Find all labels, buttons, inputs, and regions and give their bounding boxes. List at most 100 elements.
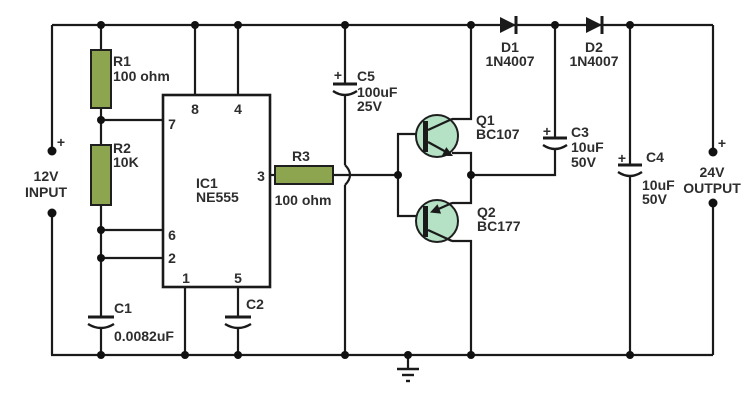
capacitor-c5-symbol (332, 82, 358, 97)
q2-base-bar (423, 206, 428, 237)
junction-dot (404, 351, 412, 359)
resistor-r1-body (90, 49, 112, 109)
d1-ref-label: D1 (501, 39, 519, 55)
c1-value-label: 0.0082uF (114, 328, 174, 344)
d2-part-label: 1N4007 (569, 53, 618, 69)
junction-dot (97, 21, 105, 29)
q2-part-label: BC177 (477, 218, 521, 234)
c3-polarity-label: + (543, 123, 551, 139)
junction-dot (394, 171, 402, 179)
r1-ref-label: R1 (113, 53, 131, 69)
junction-dot (97, 226, 105, 234)
labels: R1 100 ohm R2 10K R3 100 ohm C1 0.0082uF… (25, 39, 741, 344)
input-polarity-label: + (57, 134, 65, 150)
junction-dot (97, 116, 105, 124)
input-terminal-label: INPUT (25, 184, 67, 200)
c1-ref-label: C1 (114, 300, 132, 316)
ic1-pin5-label: 5 (234, 270, 242, 286)
capacitor-c1-symbol (87, 315, 115, 330)
q1-collector-diag-over (427, 118, 453, 131)
junction-dots (47, 21, 718, 359)
c5-polarity-label: + (334, 67, 342, 83)
junction-dot (551, 21, 559, 29)
q1-base-bar (423, 121, 428, 152)
d1-anode-triangle (500, 17, 516, 33)
junction-dot (626, 21, 634, 29)
q1-part-label: BC107 (476, 126, 520, 142)
c5-value-label: 100uF (357, 84, 398, 100)
d1-part-label: 1N4007 (485, 53, 534, 69)
wire-q2-emitter-lead (452, 175, 473, 205)
resistor-r3-body (274, 165, 334, 185)
c3-voltage-label: 50V (571, 154, 597, 170)
wire-q1-collector-lead (452, 25, 473, 121)
capacitor-c2-symbol (224, 315, 252, 330)
junction-dot (341, 21, 349, 29)
c2-bottom-plate (224, 322, 252, 330)
c2-ref-label: C2 (246, 296, 264, 312)
c5-bottom-plate (332, 89, 358, 97)
d2-ref-label: D2 (585, 39, 603, 55)
wire-emitters-to-c3 (471, 149, 557, 177)
ic1-pin8-label: 8 (191, 101, 199, 117)
q2-ref-label: Q2 (477, 204, 496, 220)
c4-value-label: 10uF (642, 177, 675, 193)
c4-voltage-label: 50V (642, 191, 668, 207)
c5-ref-label: C5 (357, 68, 375, 84)
c3-ref-label: C3 (571, 124, 589, 140)
c4-polarity-label: + (618, 150, 626, 166)
junction-dot (467, 351, 475, 359)
q2-collector-diag-over (427, 229, 453, 242)
junction-dot (341, 351, 349, 359)
capacitor-c4-symbol (617, 163, 643, 178)
ic1-pin4-label: 4 (234, 101, 242, 117)
r2-ref-label: R2 (113, 140, 131, 156)
junction-dot (97, 351, 105, 359)
ic1-part-label: NE555 (196, 189, 239, 205)
ic1-pin1-label: 1 (182, 270, 190, 286)
c1-bottom-plate (87, 322, 115, 330)
r2-value-label: 10K (113, 154, 139, 170)
transistor-q1-body (415, 114, 459, 158)
ic1-pin3-label: 3 (257, 168, 265, 184)
transistor-q1-symbol (415, 114, 459, 158)
junction-dot (467, 171, 475, 179)
junction-dot (626, 351, 634, 359)
wire-crossover-hop (344, 164, 352, 186)
q1-ref-label: Q1 (476, 112, 495, 128)
junction-dot (234, 351, 242, 359)
c3-value-label: 10uF (571, 139, 604, 155)
c3-bottom-plate (542, 143, 568, 151)
ic1-body (161, 93, 272, 289)
transistor-q2-symbol (415, 199, 459, 243)
junction-dot (181, 351, 189, 359)
q1-emitter-diag-over (427, 141, 449, 154)
d2-anode-triangle (586, 17, 602, 33)
junction-dot (234, 21, 242, 29)
output-negative-terminal-dot (708, 198, 718, 208)
diode-d2-symbol (586, 16, 604, 34)
wire-q2-collector-lead (452, 239, 473, 355)
r1-value-label: 100 ohm (113, 68, 170, 84)
junction-dot (97, 254, 105, 262)
q2-emitter-diag-over (433, 201, 453, 213)
output-terminal-label: OUTPUT (683, 180, 741, 196)
ic1-pin6-label: 6 (168, 227, 176, 243)
input-positive-terminal-dot (47, 146, 57, 156)
c5-voltage-label: 25V (357, 98, 383, 114)
resistor-r2-body (90, 144, 112, 206)
junction-dot (191, 21, 199, 29)
r3-ref-label: R3 (292, 148, 310, 164)
ic1-pin2-label: 2 (168, 250, 176, 266)
ground-symbol (397, 367, 419, 383)
input-negative-terminal-dot (47, 208, 57, 218)
c4-ref-label: C4 (646, 149, 664, 165)
junction-dot (467, 21, 475, 29)
wire-q2-base-lead (396, 175, 424, 218)
q2-emitter-arrow (430, 204, 442, 214)
diode-d1-symbol (500, 16, 518, 34)
c4-bottom-plate (617, 170, 643, 178)
r3-value-label: 100 ohm (275, 192, 332, 208)
